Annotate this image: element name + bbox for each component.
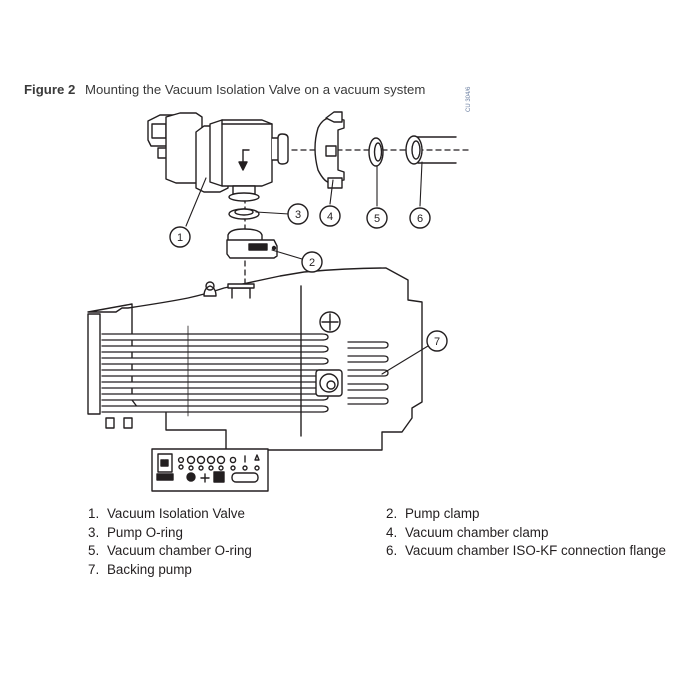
svg-text:2: 2 [309,257,315,269]
figure-title: Mounting the Vacuum Isolation Valve on a… [84,82,426,97]
vacuum-isolation-valve [147,112,289,202]
leader-lines [185,161,429,375]
pump-clamp [226,228,278,259]
svg-text:1: 1 [177,232,183,244]
svg-text:4: 4 [327,211,333,223]
callout-3: 3 [287,203,309,225]
iso-kf-connection-flange [405,135,457,165]
callout-5: 5 [366,207,388,229]
legend-item: 7.Backing pump [88,561,192,577]
svg-text:3: 3 [295,209,301,221]
legend-item: 1.Vacuum Isolation Valve [88,506,245,521]
vacuum-chamber-o-ring [368,137,384,167]
callout-1: 1 [169,226,191,248]
callout-2: 2 [301,251,323,273]
callouts: 1 2 3 4 5 6 7 [169,161,448,375]
backing-pump [87,267,423,492]
legend-item: 2.Pump clamp [386,506,480,521]
svg-text:6: 6 [417,213,423,225]
legend-left-column: 1.Vacuum Isolation Valve 3.Pump O-ring 5… [88,505,252,579]
control-panel [151,448,269,492]
svg-text:7: 7 [434,336,440,348]
callout-4: 4 [319,205,341,227]
legend-right-column: 2.Pump clamp 4.Vacuum chamber clamp 6.Va… [386,505,666,561]
figure-caption: Figure 2 Mounting the Vacuum Isolation V… [24,82,425,97]
figure-number: Figure 2 [24,82,76,97]
legend-item: 3.Pump O-ring [88,524,183,540]
legend-item: 4.Vacuum chamber clamp [386,524,549,540]
pump-o-ring [228,208,260,220]
callout-6: 6 [409,207,431,229]
callout-7: 7 [426,330,448,352]
svg-text:5: 5 [374,213,380,225]
legend-item: 6.Vacuum chamber ISO-KF connection flang… [386,543,666,559]
legend-item: 5.Vacuum chamber O-ring [88,543,252,559]
